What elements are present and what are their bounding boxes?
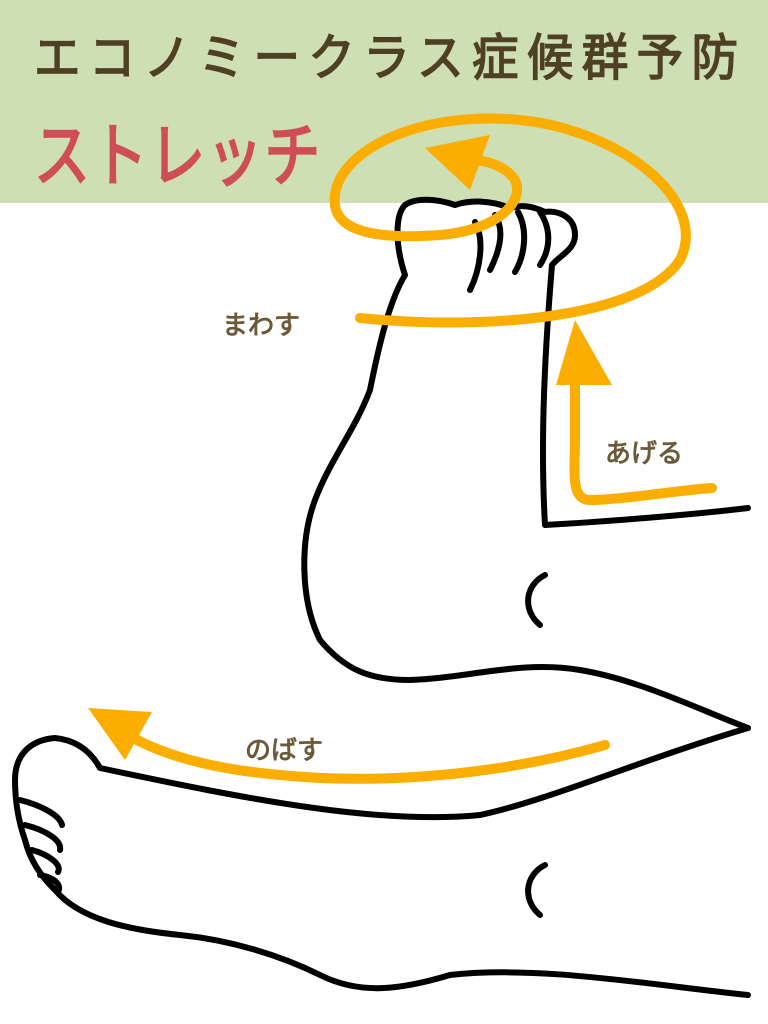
page-subtitle: ストレッチ	[34, 115, 322, 197]
rotate-arrowhead	[425, 135, 490, 190]
rotate-arrow	[329, 113, 691, 328]
page-title: エコノミークラス症候群予防	[34, 29, 747, 87]
raised-foot-outline	[301, 196, 751, 731]
label-rotate: まわす	[222, 311, 301, 341]
stretch-arrowhead	[88, 708, 152, 760]
ankle-bone-2	[525, 862, 548, 918]
label-raise: あげる	[605, 439, 684, 469]
ankle-bone	[525, 572, 548, 628]
raise-arrowhead	[556, 320, 612, 385]
toe-lines	[467, 209, 552, 293]
stretch-arrow	[115, 725, 610, 784]
label-stretch: のばす	[245, 736, 324, 766]
flat-foot-outline	[12, 725, 751, 998]
raise-arrow	[569, 375, 717, 506]
flat-toe-lines	[17, 797, 65, 895]
